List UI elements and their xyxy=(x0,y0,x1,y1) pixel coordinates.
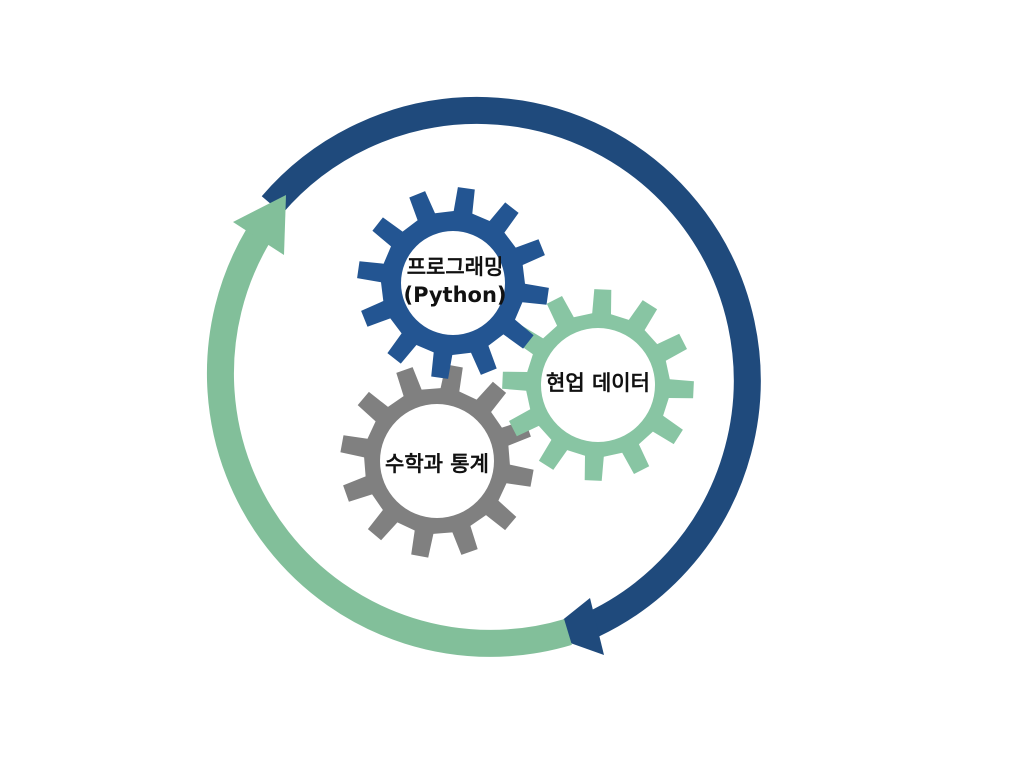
gear-math-stats xyxy=(340,364,534,558)
gear-label-programming-line2: (Python) xyxy=(403,283,507,308)
gear-programming xyxy=(357,187,549,379)
gear-label-programming: 프로그래밍 (Python) xyxy=(370,253,540,310)
dark-blue-cycle-arrowhead xyxy=(545,598,604,655)
green-cycle-arrowhead xyxy=(233,195,286,255)
gear-label-programming-line1: 프로그래밍 xyxy=(406,255,504,279)
gear-label-domain-data: 현업 데이터 xyxy=(513,369,683,397)
gear-label-math-stats-line1: 수학과 통계 xyxy=(385,452,489,476)
gear-label-domain-data-line1: 현업 데이터 xyxy=(546,371,650,395)
dark-blue-cycle-arrow-arc xyxy=(261,96,761,641)
gear-label-math-stats: 수학과 통계 xyxy=(352,450,522,478)
green-cycle-arrow-arc xyxy=(206,229,572,657)
gear-domain-data xyxy=(502,289,694,481)
